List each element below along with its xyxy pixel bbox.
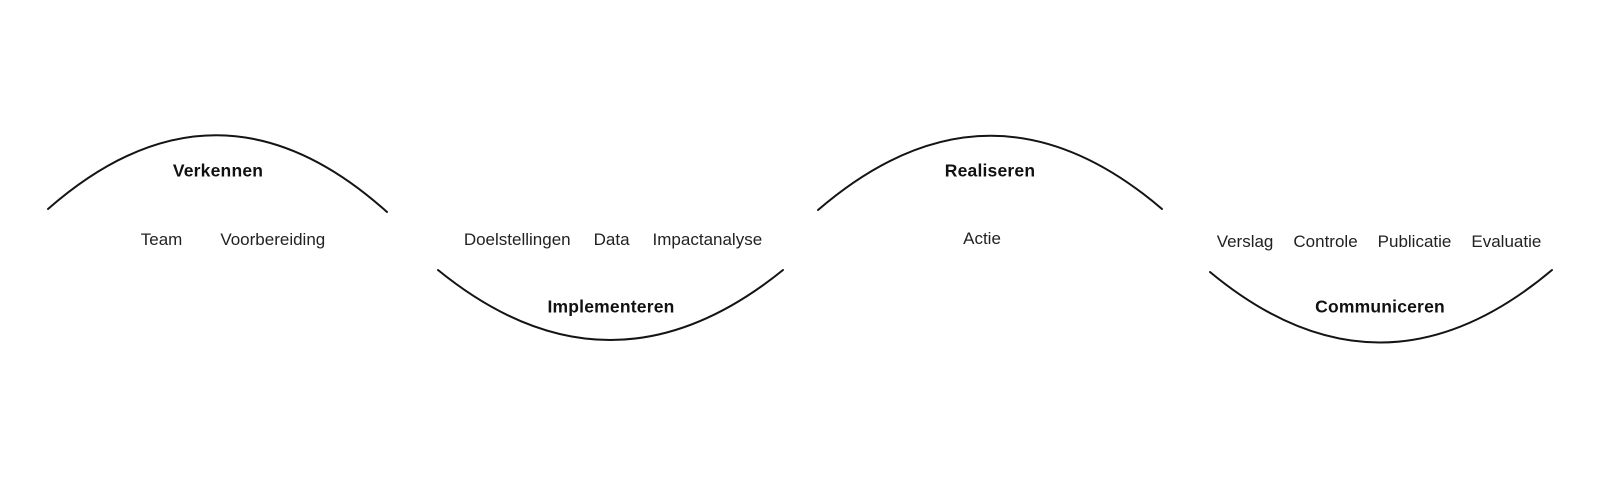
arc-verkennen-icon: [47, 134, 388, 213]
arc-communiceren-icon: [1209, 269, 1553, 344]
phase-item: Publicatie: [1377, 232, 1452, 251]
phase-items-verkennen: Team Voorbereiding: [141, 230, 326, 250]
phase-title-communiceren: Communiceren: [1315, 296, 1445, 317]
phase-item: Evaluatie: [1471, 232, 1542, 251]
phase-item: Voorbereiding: [220, 230, 326, 249]
phase-items-communiceren: Verslag Controle Publicatie Evaluatie: [1217, 232, 1542, 252]
phase-title-realiseren: Realiseren: [944, 160, 1036, 181]
phase-item: Data: [593, 230, 630, 249]
arc-implementeren-icon: [437, 269, 784, 341]
phase-item: Verslag: [1216, 232, 1274, 251]
phase-items-implementeren: Doelstellingen Data Impactanalyse: [464, 230, 762, 250]
phase-item: Impactanalyse: [652, 230, 763, 249]
phase-item: Actie: [963, 229, 1001, 248]
phase-items-realiseren: Actie: [963, 229, 1001, 249]
phase-item: Team: [140, 230, 183, 249]
phase-title-implementeren: Implementeren: [547, 296, 675, 317]
phase-item: Doelstellingen: [463, 230, 571, 249]
phase-title-verkennen: Verkennen: [172, 160, 264, 181]
arc-realiseren-icon: [817, 134, 1163, 211]
phase-item: Controle: [1293, 232, 1358, 251]
